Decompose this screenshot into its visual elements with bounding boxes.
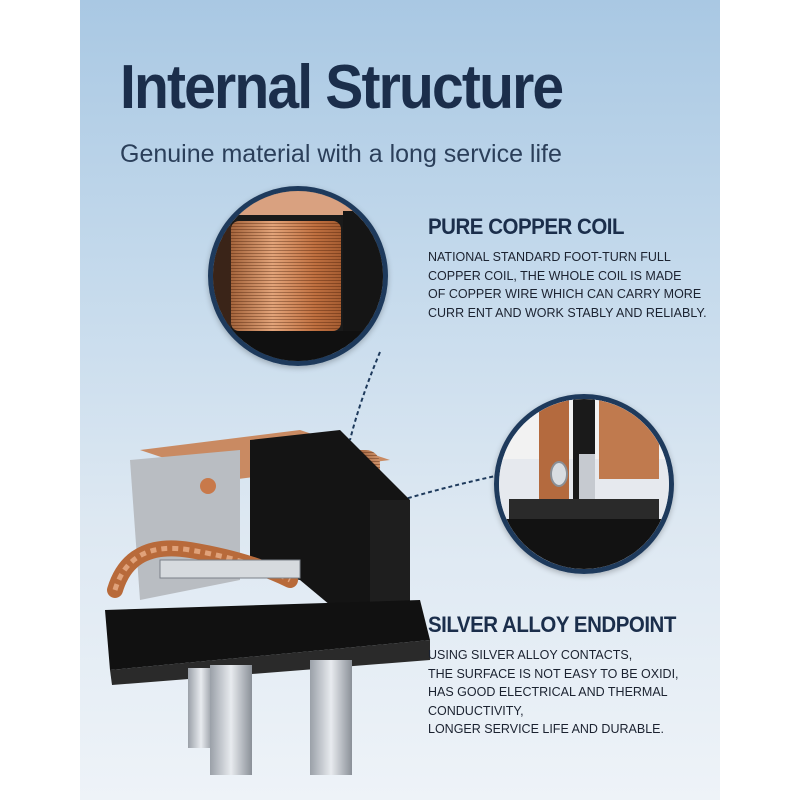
silver-alloy-description: USING SILVER ALLOY CONTACTS, THE SURFACE… <box>428 646 679 739</box>
description-line: THE SURFACE IS NOT EASY TO BE OXIDI, <box>428 666 679 681</box>
description-line: USING SILVER ALLOY CONTACTS, <box>428 648 633 662</box>
description-line: COPPER COIL, THE WHOLE COIL IS MADE <box>428 268 682 283</box>
coil-leader-line <box>349 351 381 441</box>
description-line: CURR ENT AND WORK STABLY AND RELIABLY. <box>428 305 707 320</box>
relay-image <box>105 430 430 775</box>
silver-alloy-heading: SILVER ALLOY ENDPOINT <box>428 612 676 637</box>
contact-closeup-image <box>494 394 674 574</box>
copper-coil-heading: PURE COPPER COIL <box>428 214 625 239</box>
description-line: LONGER SERVICE LIFE AND DURABLE. <box>428 722 664 736</box>
copper-coil-description: NATIONAL STANDARD FOOT-TURN FULL COPPER … <box>428 248 707 322</box>
description-line: NATIONAL STANDARD FOOT-TURN FULL <box>428 250 671 264</box>
page-title: Internal Structure <box>120 53 564 122</box>
coil-closeup-image <box>208 186 388 366</box>
description-line: HAS GOOD ELECTRICAL AND THERMAL <box>428 685 668 699</box>
description-line: CONDUCTIVITY, <box>428 703 524 718</box>
description-line: OF COPPER WIRE WHICH CAN CARRY MORE <box>428 287 702 301</box>
page-subtitle: Genuine material with a long service lif… <box>120 140 562 168</box>
